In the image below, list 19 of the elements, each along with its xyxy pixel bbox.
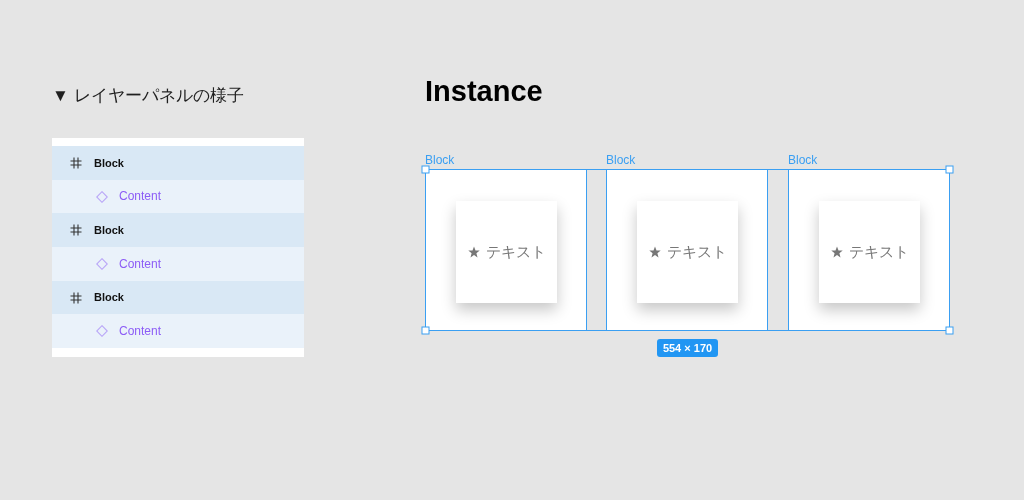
layer-name: Content	[119, 188, 162, 205]
heading: Instance	[425, 74, 543, 109]
layer-panel	[52, 138, 304, 357]
layer-row	[52, 146, 304, 180]
heading: ▼ レイヤーパネルの様子	[52, 86, 244, 107]
layer-row	[52, 213, 304, 247]
size-badge: 554 × 170	[657, 339, 718, 357]
layer-row	[52, 314, 304, 348]
layer-name: Content	[119, 256, 162, 273]
frame-label: Block	[606, 153, 636, 167]
layer-row	[52, 247, 304, 281]
layer-row	[52, 180, 304, 213]
layer-name: Block	[94, 223, 124, 238]
layer-name: Block	[94, 290, 124, 305]
layer-name: Block	[94, 156, 124, 171]
frame-label: Block	[788, 153, 818, 167]
frame-label: Block	[425, 153, 455, 167]
layer-row	[52, 281, 304, 314]
layer-name: Content	[119, 323, 162, 340]
